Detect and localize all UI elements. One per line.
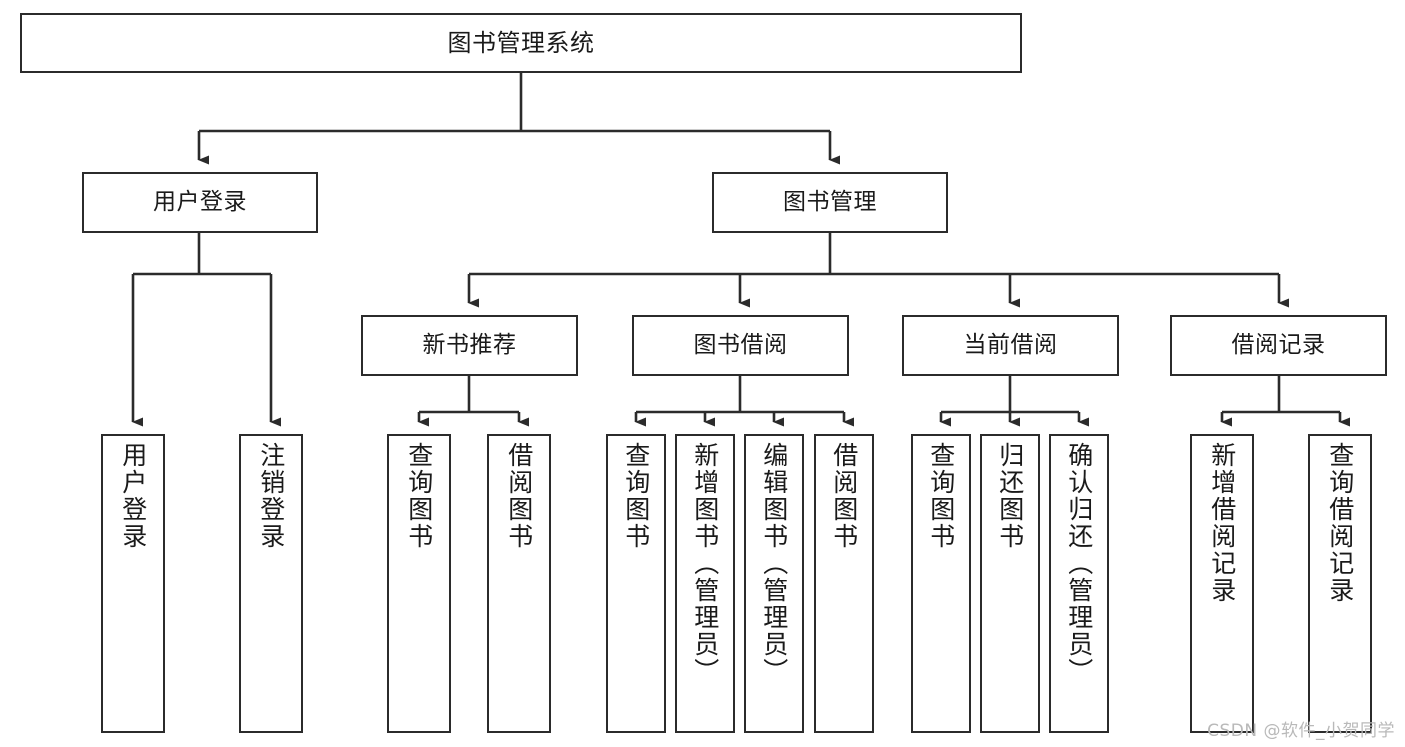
node-new-book-recommend[interactable]: 新书推荐 [361, 315, 578, 376]
node-label: 查询图书 [926, 442, 956, 550]
node-label: 用户登录 [153, 188, 247, 215]
node-leaf-borrow-book-2[interactable]: 借阅图书 [814, 434, 874, 733]
node-label: 查询借阅记录 [1325, 442, 1355, 604]
node-leaf-add-borrow-record[interactable]: 新增借阅记录 [1190, 434, 1254, 733]
watermark-text: CSDN @软件_小贺同学 [1207, 721, 1395, 741]
node-leaf-return-book[interactable]: 归还图书 [980, 434, 1040, 733]
node-label: 借阅图书 [829, 442, 859, 550]
node-leaf-confirm-return[interactable]: 确认归还（管理员） [1049, 434, 1109, 733]
node-label: 确认归还（管理员） [1064, 442, 1094, 685]
node-label: 新书推荐 [422, 331, 517, 358]
node-label: 当前借阅 [963, 331, 1058, 358]
node-user-login[interactable]: 用户登录 [82, 172, 318, 233]
node-label: 图书借阅 [693, 331, 788, 358]
node-label: 编辑图书（管理员） [759, 442, 789, 685]
node-borrow-record[interactable]: 借阅记录 [1170, 315, 1387, 376]
node-label: 查询图书 [404, 442, 434, 550]
node-leaf-edit-book[interactable]: 编辑图书（管理员） [744, 434, 804, 733]
node-leaf-query-book-2[interactable]: 查询图书 [606, 434, 666, 733]
node-book-borrow[interactable]: 图书借阅 [632, 315, 849, 376]
node-label: 归还图书 [995, 442, 1025, 550]
node-label: 新增借阅记录 [1207, 442, 1237, 604]
node-label: 借阅图书 [504, 442, 534, 550]
node-label: 注销登录 [256, 442, 286, 550]
node-label: 图书管理 [783, 188, 877, 215]
node-label: 查询图书 [621, 442, 651, 550]
node-leaf-query-book-1[interactable]: 查询图书 [387, 434, 451, 733]
node-label: 用户登录 [118, 442, 148, 550]
node-leaf-logout-login[interactable]: 注销登录 [239, 434, 303, 733]
node-label: 图书管理系统 [447, 28, 595, 57]
node-leaf-query-borrow-record[interactable]: 查询借阅记录 [1308, 434, 1372, 733]
node-leaf-add-book[interactable]: 新增图书（管理员） [675, 434, 735, 733]
node-current-borrow[interactable]: 当前借阅 [902, 315, 1119, 376]
node-leaf-user-login[interactable]: 用户登录 [101, 434, 165, 733]
node-leaf-query-book-3[interactable]: 查询图书 [911, 434, 971, 733]
node-label: 新增图书（管理员） [690, 442, 720, 685]
node-root-system[interactable]: 图书管理系统 [20, 13, 1022, 73]
node-book-management[interactable]: 图书管理 [712, 172, 948, 233]
node-leaf-borrow-book-1[interactable]: 借阅图书 [487, 434, 551, 733]
node-label: 借阅记录 [1231, 331, 1326, 358]
